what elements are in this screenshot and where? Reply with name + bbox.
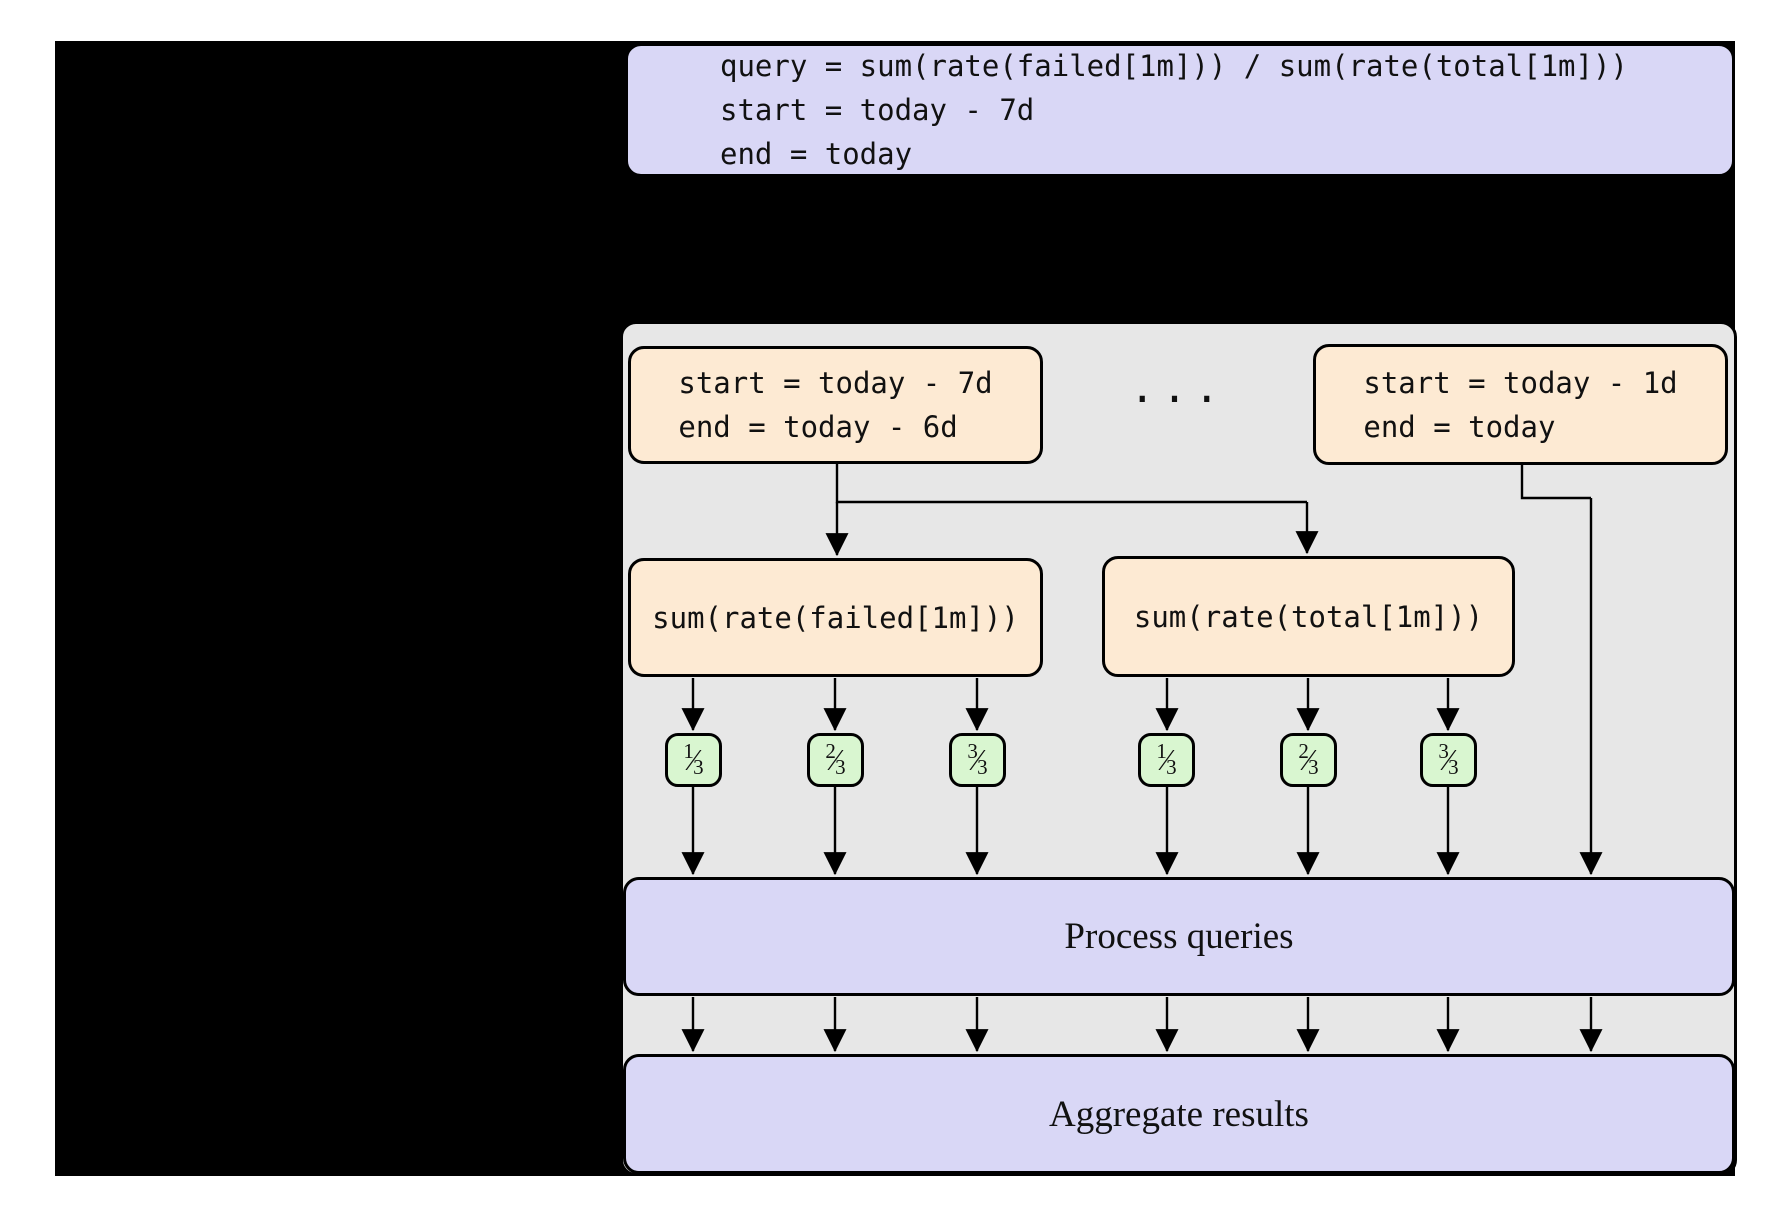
aggregate-results-label: Aggregate results <box>1049 1093 1309 1135</box>
subquery-box-total: sum(rate(total[1m])) <box>1102 556 1515 677</box>
code-line-end: end = today <box>720 137 913 171</box>
query-definition-box: query = sum(rate(failed[1m])) / sum(rate… <box>625 43 1735 177</box>
range-left-start-line: start = today - 7d <box>678 366 993 400</box>
subquery-failed-text: sum(rate(failed[1m])) <box>652 600 1019 635</box>
aggregate-results-box: Aggregate results <box>623 1054 1735 1174</box>
time-range-box-first-day: start = today - 7d end = today - 6d <box>628 346 1043 464</box>
shard-box-total-3of3: 3⁄3 <box>1420 733 1477 787</box>
shard-box-total-2of3: 2⁄3 <box>1280 733 1337 787</box>
shard-box-failed-2of3: 2⁄3 <box>807 733 864 787</box>
process-queries-box: Process queries <box>623 877 1735 996</box>
time-range-box-last-day: start = today - 1d end = today <box>1313 344 1728 465</box>
range-right-end-line: end = today <box>1363 409 1556 444</box>
range-left-end-line: end = today - 6d <box>678 410 958 444</box>
subquery-box-failed: sum(rate(failed[1m])) <box>628 558 1043 677</box>
shard-box-failed-3of3: 3⁄3 <box>949 733 1006 787</box>
code-line-start: start = today - 7d <box>720 93 1035 127</box>
process-queries-label: Process queries <box>1064 916 1294 957</box>
ellipsis: ... <box>1129 363 1227 412</box>
subquery-total-text: sum(rate(total[1m])) <box>1133 599 1484 634</box>
shard-box-total-1of3: 1⁄3 <box>1138 733 1195 787</box>
shard-box-failed-1of3: 1⁄3 <box>665 733 722 787</box>
code-line-query: query = sum(rate(failed[1m])) / sum(rate… <box>720 49 1628 83</box>
range-right-start-line: start = today - 1d <box>1363 365 1678 400</box>
